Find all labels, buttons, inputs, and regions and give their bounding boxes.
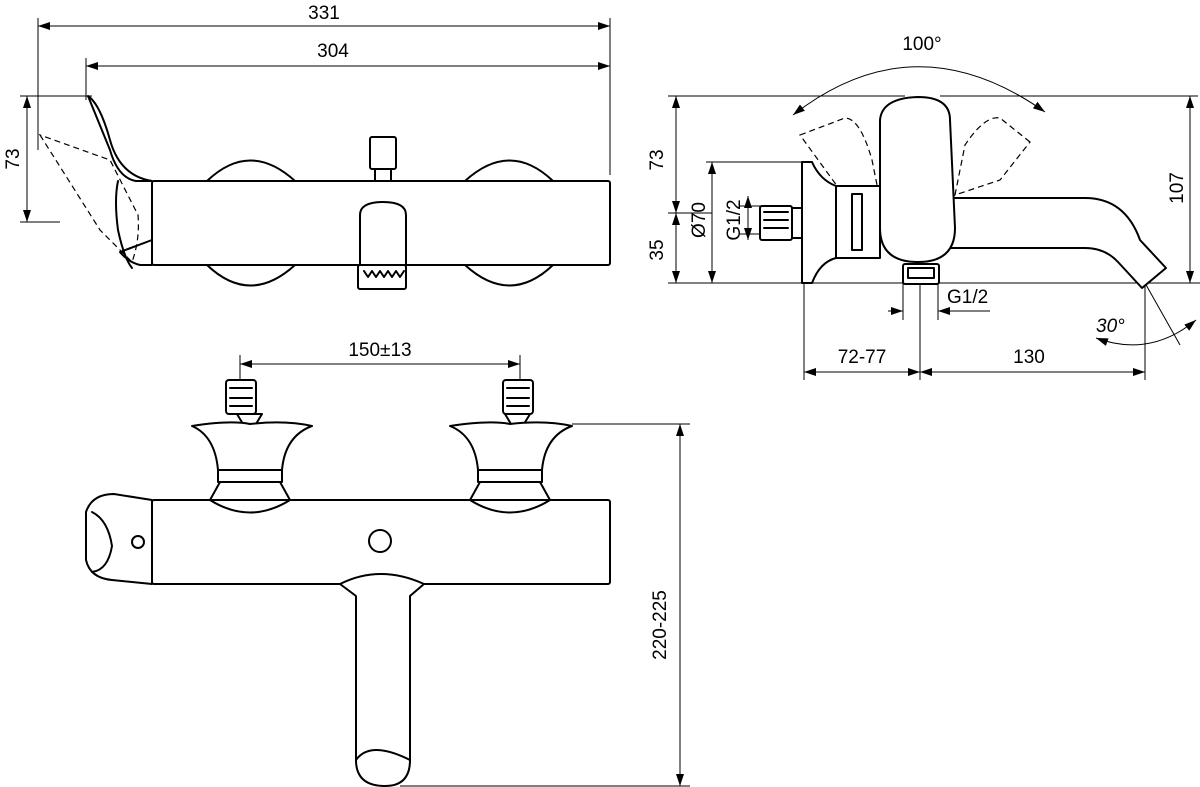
front-view: 150±13 220-225 [85, 340, 690, 787]
label-spout-angle: 30° [1096, 316, 1125, 337]
label-projection: 220-225 [650, 590, 671, 660]
handle-screw [131, 535, 145, 549]
side-view: 73 35 Ø70 G1/2 107 100° [647, 34, 1200, 380]
right-inlet-fitting [449, 379, 573, 501]
label-inlet-thread: G1/2 [724, 199, 745, 240]
label-lever-angle: 100° [902, 34, 941, 55]
diverter-hole [368, 529, 392, 553]
label-spout-reach: 130 [1013, 347, 1045, 368]
label-center-distance: 150±13 [348, 340, 411, 361]
lever-handle [87, 95, 153, 182]
label-lower-height: 35 [647, 239, 668, 260]
label-rosette-diameter: Ø70 [689, 202, 710, 238]
lever-handle-swing [38, 133, 139, 264]
left-rosette [206, 159, 296, 182]
left-inlet-fitting [191, 379, 313, 501]
right-rosette [464, 159, 554, 182]
label-outlet-thread: G1/2 [947, 287, 988, 308]
label-overall-width: 331 [308, 3, 340, 24]
label-wall-distance: 72-77 [838, 347, 887, 368]
top-view: 331 304 73 [3, 3, 611, 290]
label-body-width: 304 [317, 41, 349, 62]
label-handle-height: 73 [3, 148, 24, 169]
dim-arc-lever-angle [792, 66, 1046, 116]
spout-front [339, 573, 425, 787]
lever-handle-front [85, 493, 153, 585]
lever-swing-left [799, 117, 881, 201]
spout-side [949, 197, 1167, 289]
wall-rosette [801, 161, 837, 284]
label-total-height: 107 [1167, 172, 1188, 204]
label-upper-height: 73 [647, 149, 668, 170]
diverter-knob [369, 136, 397, 170]
spout-outlet-top [359, 201, 407, 266]
dim-arc-spout-angle [1095, 319, 1197, 346]
lever-swing-right [954, 117, 1031, 196]
lever-knob-side [879, 96, 956, 263]
